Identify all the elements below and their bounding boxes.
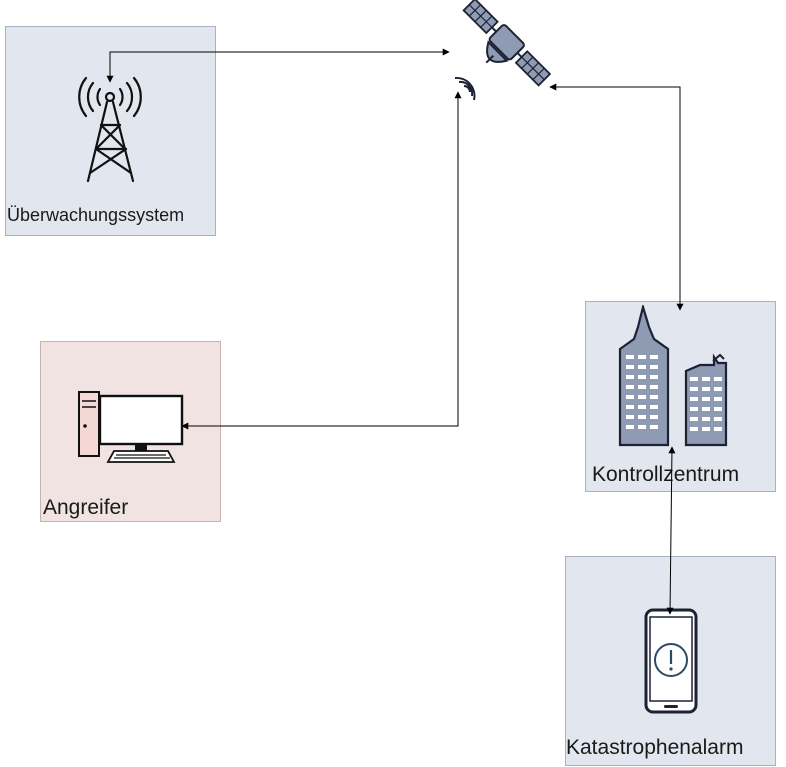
- connector-attacker-satellite: [181, 91, 462, 430]
- smartphone-alert-icon: [644, 608, 698, 714]
- node-control-center: [585, 301, 776, 492]
- monitoring-system-label: Überwachungssystem: [7, 205, 185, 225]
- connector-monitoring-satellite: [106, 48, 450, 83]
- desktop-computer-icon: [78, 391, 184, 463]
- connector-control-alarm: [666, 446, 676, 615]
- connector-satellite-control: [549, 83, 684, 311]
- satellite-icon: [454, 0, 552, 101]
- attacker-label: Angreifer: [43, 496, 129, 519]
- control-center-label: Kontrollzentrum: [592, 463, 740, 486]
- disaster-alarm-label: Katastrophenalarm: [566, 736, 744, 759]
- office-buildings-icon: [618, 305, 728, 447]
